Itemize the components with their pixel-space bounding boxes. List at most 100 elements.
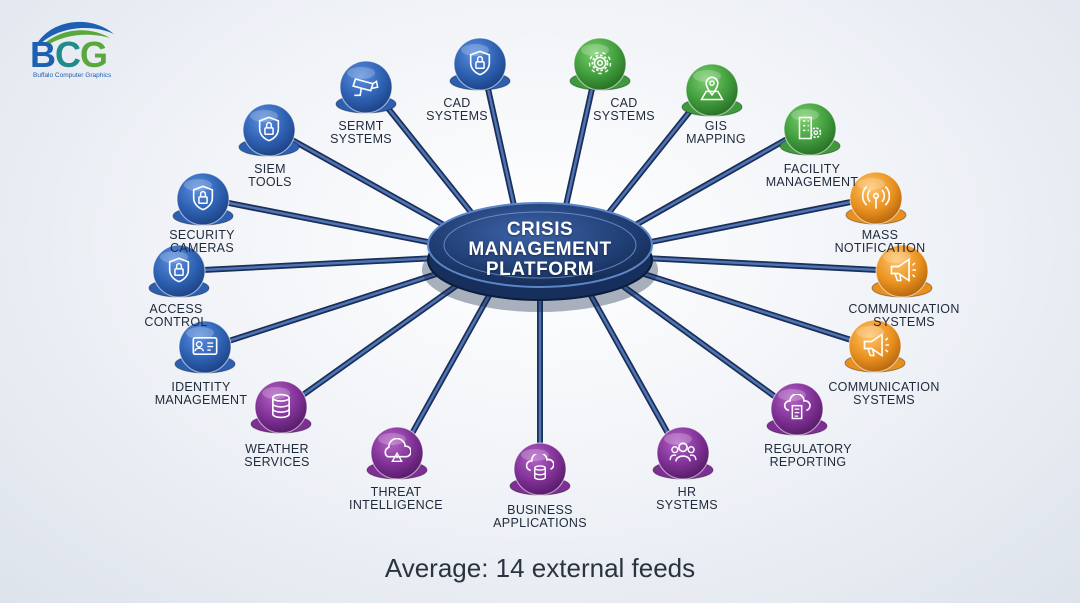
- node-dome: [513, 442, 567, 496]
- node-label-line: SERMT: [338, 119, 384, 133]
- node-label-line: MASS: [861, 228, 899, 242]
- node-cad-systems-1: [449, 37, 511, 91]
- logo-letter: B: [30, 34, 56, 75]
- node-dome: [656, 426, 710, 480]
- connector-line-highlight: [598, 268, 778, 399]
- logo-letter: C: [55, 34, 81, 75]
- node-dome: [178, 320, 232, 374]
- logo-letters: BCG: [30, 34, 108, 76]
- connector-line-highlight: [579, 276, 671, 437]
- node-cad-systems-2: [569, 37, 631, 91]
- node-dome: [242, 103, 296, 157]
- node-mass-notification: [845, 171, 907, 225]
- node-hr-systems: [652, 426, 714, 480]
- node-label-line: NOTIFICATION: [834, 241, 926, 255]
- node-shine: [581, 44, 609, 56]
- node-shine: [883, 251, 911, 263]
- hub-title-line: MANAGEMENT: [468, 239, 612, 260]
- node-label-line: COMMUNICATION: [848, 302, 960, 316]
- node-label-line: SIEM: [254, 162, 286, 176]
- crisis-management-hub: [422, 202, 658, 312]
- node-shine: [186, 327, 214, 339]
- node-regulatory-reporting: [766, 382, 828, 436]
- node-shine: [857, 178, 885, 190]
- node-label-line: FACILITY: [783, 162, 841, 176]
- node-shine: [856, 326, 884, 338]
- node-label-line: REGULATORY: [764, 442, 852, 456]
- node-label-line: THREAT: [370, 485, 422, 499]
- node-label-line: TOOLS: [248, 175, 292, 189]
- node-label-line: CAD: [610, 96, 638, 110]
- node-label-line: SYSTEMS: [426, 109, 488, 123]
- node-dome: [783, 102, 837, 156]
- node-facility-management: [779, 102, 841, 156]
- node-security-cameras: [172, 172, 234, 226]
- node-label-line: SERVICES: [244, 455, 310, 469]
- node-label-line: IDENTITY: [171, 380, 231, 394]
- connector-line-highlight: [409, 276, 501, 437]
- node-shine: [250, 110, 278, 122]
- feeds-summary: Average: 14 external feeds: [384, 553, 696, 583]
- node-gis-mapping: [681, 63, 743, 117]
- node-label-line: COMMUNICATION: [828, 380, 940, 394]
- node-access-control: [148, 244, 210, 298]
- node-dome: [152, 244, 206, 298]
- node-shine: [664, 433, 692, 445]
- node-label-line: GIS: [704, 119, 728, 133]
- node-weather-services: [250, 380, 312, 434]
- node-shine: [378, 433, 406, 445]
- node-identity-management: [174, 320, 236, 374]
- node-label-line: CAD: [443, 96, 471, 110]
- node-label-line: INTELLIGENCE: [349, 498, 443, 512]
- node-threat-intelligence: [366, 426, 428, 480]
- node-sermt-systems: [335, 60, 397, 114]
- node-label-line: CONTROL: [144, 315, 208, 329]
- node-label-line: MANAGEMENT: [765, 175, 859, 189]
- node-label-line: SYSTEMS: [873, 315, 935, 329]
- node-label-line: MAPPING: [686, 132, 746, 146]
- node-label-line: SYSTEMS: [656, 498, 718, 512]
- node-communication-systems-1: [871, 244, 933, 298]
- node-shine: [262, 387, 290, 399]
- connector-line-highlight: [226, 261, 474, 343]
- node-dome: [875, 244, 929, 298]
- node-shine: [184, 179, 212, 191]
- node-dome: [848, 319, 902, 373]
- node-label-line: CAMERAS: [170, 241, 234, 255]
- node-dome: [453, 37, 507, 91]
- node-label-line: SYSTEMS: [593, 109, 655, 123]
- node-label-line: SYSTEMS: [853, 393, 915, 407]
- node-label-line: WEATHER: [245, 442, 309, 456]
- node-shine: [347, 67, 375, 79]
- node-dome: [339, 60, 393, 114]
- node-dome: [573, 37, 627, 91]
- hub-title-line: PLATFORM: [485, 259, 595, 280]
- connector-line-highlight: [300, 267, 481, 398]
- node-communication-systems-2: [844, 319, 906, 373]
- node-label-line: HR: [677, 485, 697, 499]
- logo-swoosh: [38, 21, 114, 46]
- node-dome: [685, 63, 739, 117]
- node-label-line: APPLICATIONS: [493, 516, 587, 530]
- node-shine: [461, 44, 489, 56]
- node-shine: [693, 70, 721, 82]
- node-label-line: BUSINESS: [507, 503, 573, 517]
- node-label-line: MANAGEMENT: [154, 393, 248, 407]
- node-siem-tools: [238, 103, 300, 157]
- node-business-applications: [509, 442, 571, 496]
